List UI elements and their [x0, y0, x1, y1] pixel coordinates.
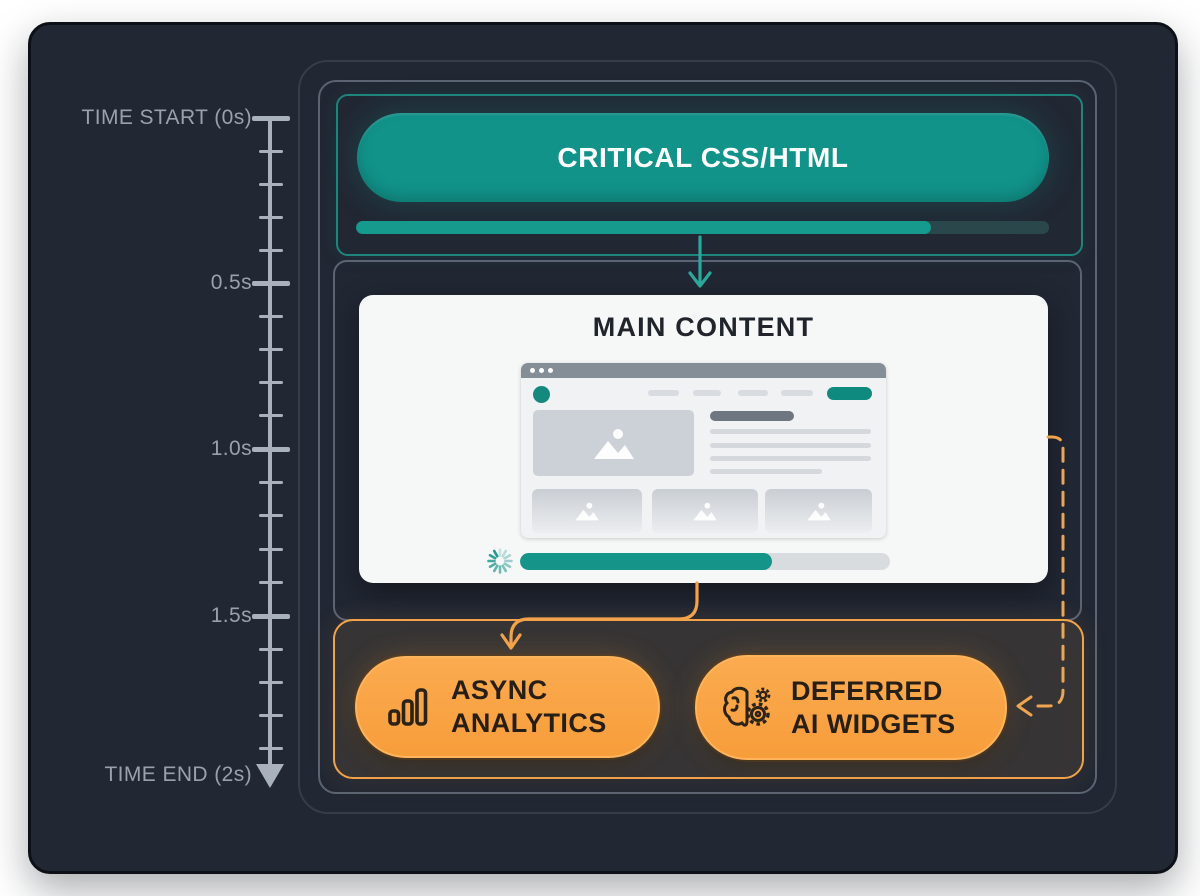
image-icon: [575, 502, 599, 521]
timeline-label: 1.0s: [210, 437, 252, 460]
timeline-tick: [259, 746, 283, 750]
site-logo-icon: [533, 386, 550, 403]
text-line-placeholder: [710, 429, 871, 434]
heading-placeholder: [710, 411, 794, 421]
deferred-ai-widgets-pill: DEFERRED AI WIDGETS: [695, 655, 1007, 760]
text-line-placeholder: [710, 443, 871, 448]
nav-link-placeholder: [693, 390, 721, 396]
timeline-tick: [259, 314, 283, 318]
main-progress-bar: [520, 553, 890, 570]
pipeline-container: [298, 60, 1117, 814]
hero-image-placeholder: [533, 410, 694, 476]
critical-pill: CRITICAL CSS/HTML: [357, 113, 1049, 202]
browser-mockup: [521, 363, 886, 538]
critical-progress-fill: [356, 221, 932, 234]
timeline-arrowhead-icon: [256, 764, 284, 788]
window-dot-icon: [548, 368, 553, 373]
timeline-tick: [259, 680, 283, 684]
timeline-tick: [259, 581, 283, 585]
timeline-line: [268, 118, 272, 768]
timeline-label: 0.5s: [210, 271, 252, 294]
timeline-tick: [259, 149, 283, 153]
timeline-tick: [259, 182, 283, 186]
image-icon: [806, 502, 831, 521]
brain-gear-icon: [723, 686, 771, 727]
main-progress-fill: [520, 553, 772, 570]
browser-titlebar: [521, 363, 886, 378]
cta-button-placeholder: [827, 387, 872, 400]
timeline-tick: [259, 647, 283, 651]
text-line-placeholder: [710, 469, 822, 474]
timeline-tick: [252, 115, 290, 121]
timeline-tick: [252, 280, 290, 286]
window-dot-icon: [539, 368, 544, 373]
timeline-tick: [252, 613, 290, 619]
async-analytics-label: ASYNC ANALYTICS: [451, 675, 607, 738]
nav-link-placeholder: [738, 390, 768, 396]
main-content-title: MAIN CONTENT: [592, 312, 815, 342]
critical-label: CRITICAL CSS/HTML: [557, 141, 849, 173]
timeline-tick: [259, 248, 283, 252]
timeline-tick: [259, 381, 283, 385]
timeline-tick: [259, 215, 283, 219]
timeline-tick: [259, 713, 283, 717]
timeline-tick: [259, 480, 283, 484]
timeline-tick: [259, 347, 283, 351]
image-icon: [693, 502, 717, 521]
timeline-tick: [259, 514, 283, 518]
critical-section: [336, 94, 1083, 256]
timeline-label: 1.5s: [210, 604, 252, 627]
timeline-label: TIME END (2s): [104, 763, 252, 786]
loading-spinner-icon: [487, 548, 513, 574]
card-image-placeholder: [652, 489, 758, 533]
window-dot-icon: [530, 368, 535, 373]
nav-link-placeholder: [648, 390, 679, 396]
timeline-tick: [259, 547, 283, 551]
bar-chart-icon: [388, 688, 428, 726]
deferred-ai-widgets-label: DEFERRED AI WIDGETS: [791, 675, 956, 739]
timeline-label: TIME START (0s): [81, 106, 252, 129]
timeline-tick: [259, 414, 283, 418]
text-line-placeholder: [710, 456, 871, 461]
timeline-tick: [252, 446, 290, 452]
critical-progress-bar: [356, 221, 1049, 234]
image-icon: [593, 429, 634, 459]
nav-link-placeholder: [781, 390, 813, 396]
card-image-placeholder: [532, 489, 642, 533]
card-image-placeholder: [765, 489, 872, 533]
async-analytics-pill: ASYNC ANALYTICS: [355, 656, 660, 758]
